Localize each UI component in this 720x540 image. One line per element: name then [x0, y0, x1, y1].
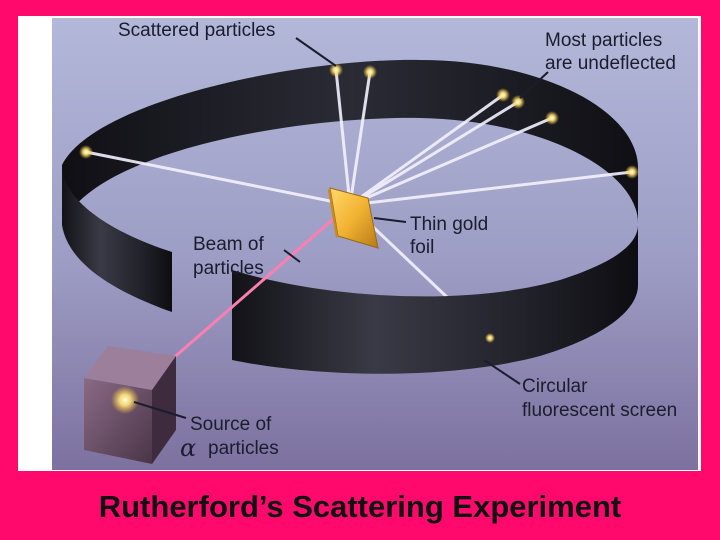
source-box-side — [152, 356, 176, 464]
source-box — [84, 346, 176, 464]
source-box-top — [84, 346, 176, 390]
leader-scattered — [295, 37, 337, 67]
gold-foil — [329, 187, 379, 249]
flash — [363, 65, 377, 79]
flash — [496, 88, 510, 102]
impact-flashes — [79, 63, 639, 345]
screen-front-right — [232, 225, 638, 374]
flash — [545, 111, 559, 125]
flash — [511, 95, 525, 109]
ray-right-1 — [348, 93, 505, 207]
ray-right-2 — [348, 100, 520, 207]
label-source-line2: particles — [208, 438, 279, 459]
ray-left — [84, 150, 352, 207]
label-screen-line1: Circular — [522, 376, 588, 397]
leader-undeflected — [519, 71, 549, 99]
flash — [625, 165, 639, 179]
slide-caption: Rutherford’s Scattering Experiment — [98, 489, 622, 524]
leader-beam — [283, 249, 301, 263]
label-foil-line1: Thin gold — [410, 214, 488, 235]
label-source-alpha: α — [180, 434, 196, 462]
label-scattered-particles: Scattered particles — [118, 20, 275, 41]
leader-foil — [373, 217, 407, 223]
label-undeflected-line2: are undeflected — [545, 53, 676, 74]
diagram-area: Scattered particles Most particles are u… — [52, 18, 698, 470]
ray-right-4 — [348, 170, 634, 207]
screen-flash — [485, 333, 495, 343]
leader-screen — [483, 359, 521, 385]
ray-up-1 — [334, 68, 352, 207]
label-source-line1: Source of — [190, 414, 272, 435]
leader-source — [133, 401, 187, 419]
source-glow — [111, 386, 139, 414]
flash — [329, 63, 343, 77]
label-beam-line2: particles — [193, 258, 264, 279]
leader-lines — [133, 37, 549, 419]
label-foil-line2: foil — [410, 237, 434, 258]
flash — [79, 145, 93, 159]
label-beam-line1: Beam of — [193, 234, 264, 255]
label-undeflected-line1: Most particles — [545, 30, 662, 51]
ray-right-3 — [348, 116, 554, 207]
label-screen-line2: fluorescent screen — [522, 400, 677, 421]
rutherford-diagram: Scattered particles Most particles are u… — [52, 18, 698, 470]
ray-up-2 — [348, 70, 372, 207]
gold-foil-edge — [328, 188, 338, 238]
screen-front-left — [62, 165, 172, 312]
